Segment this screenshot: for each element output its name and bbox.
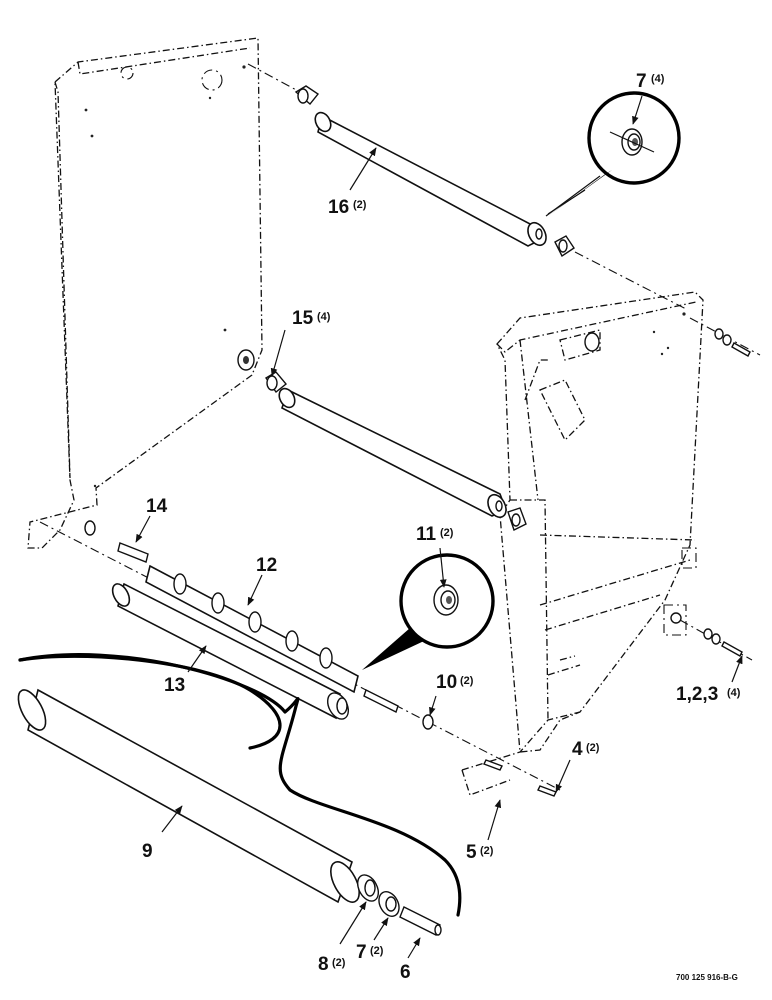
callout-16-qty: (2) [353,199,367,211]
callout-10: 10 (2) [436,672,474,693]
leader-5 [487,799,502,841]
callout-7-lower: 7 (2) [356,942,384,963]
callout-6-num: 6 [400,962,411,983]
callout-13-num: 13 [164,675,185,696]
callout-14: 14 [146,496,168,517]
leader-10 [429,695,437,716]
callout-5-qty: (2) [480,845,494,857]
callout-13: 13 [164,675,185,696]
leader-6 [407,937,421,959]
leader-9 [161,805,183,833]
leader-7-lower [373,917,389,941]
callout-7-upper: 7 (4) [636,71,665,92]
callout-4-num: 4 [572,739,583,760]
callout-11-num: 11 [416,524,437,545]
callout-16: 16 (2) [328,197,367,218]
detail-circle-bearing-upper [548,91,681,216]
callout-10-qty: (2) [460,675,474,687]
callout-12-num: 12 [256,555,277,576]
callout-15-qty: (4) [317,311,331,323]
right-lower-fasteners [679,619,753,661]
callout-7-upper-num: 7 [636,71,647,92]
callout-10-num: 10 [436,672,457,693]
callout-1-2-3-qty: (4) [727,687,741,699]
leader-lines [135,95,743,959]
leader-14 [135,515,151,543]
leader-11 [439,547,447,588]
detail-circle-bearing-lower [362,553,495,670]
callout-4-qty: (2) [586,742,600,754]
leader-12 [247,574,263,606]
callout-14-num: 14 [146,496,168,517]
figure-id: 700 125 916-B-G [676,973,738,982]
callout-5-num: 5 [466,842,477,863]
callout-15: 15 (4) [292,308,331,329]
callout-12: 12 [256,555,277,576]
leader-16 [349,147,377,191]
callout-11-qty: (2) [440,527,454,539]
callout-7-lower-qty: (2) [370,945,384,957]
middle-roll-assembly [237,349,527,531]
callout-15-num: 15 [292,308,314,329]
callout-7-upper-qty: (4) [651,73,665,85]
lower-roll-assembly [39,520,561,797]
callout-9-num: 9 [142,841,153,862]
right-side-panel [461,291,704,796]
callout-9: 9 [142,841,153,862]
leader-4 [555,759,571,793]
leader-13 [187,645,207,673]
left-side-panel [27,37,263,549]
exploded-roll-assembly [17,653,462,936]
callout-8-qty: (2) [332,957,346,969]
callout-16-num: 16 [328,197,349,218]
callout-8-num: 8 [318,954,329,975]
leader-7-upper [632,95,643,125]
callout-4: 4 (2) [572,739,600,760]
callout-8: 8 (2) [318,954,346,975]
callout-11: 11 (2) [416,524,454,545]
callout-1-2-3-num: 1,2,3 [676,684,718,705]
leader-8 [339,901,367,945]
callout-7-lower-num: 7 [356,942,367,963]
right-top-fasteners [689,317,761,357]
leader-123 [731,655,743,683]
callout-6: 6 [400,962,411,983]
callout-5: 5 (2) [466,842,494,863]
callout-1-2-3: 1,2,3 (4) [676,684,741,705]
leader-15 [270,329,286,377]
